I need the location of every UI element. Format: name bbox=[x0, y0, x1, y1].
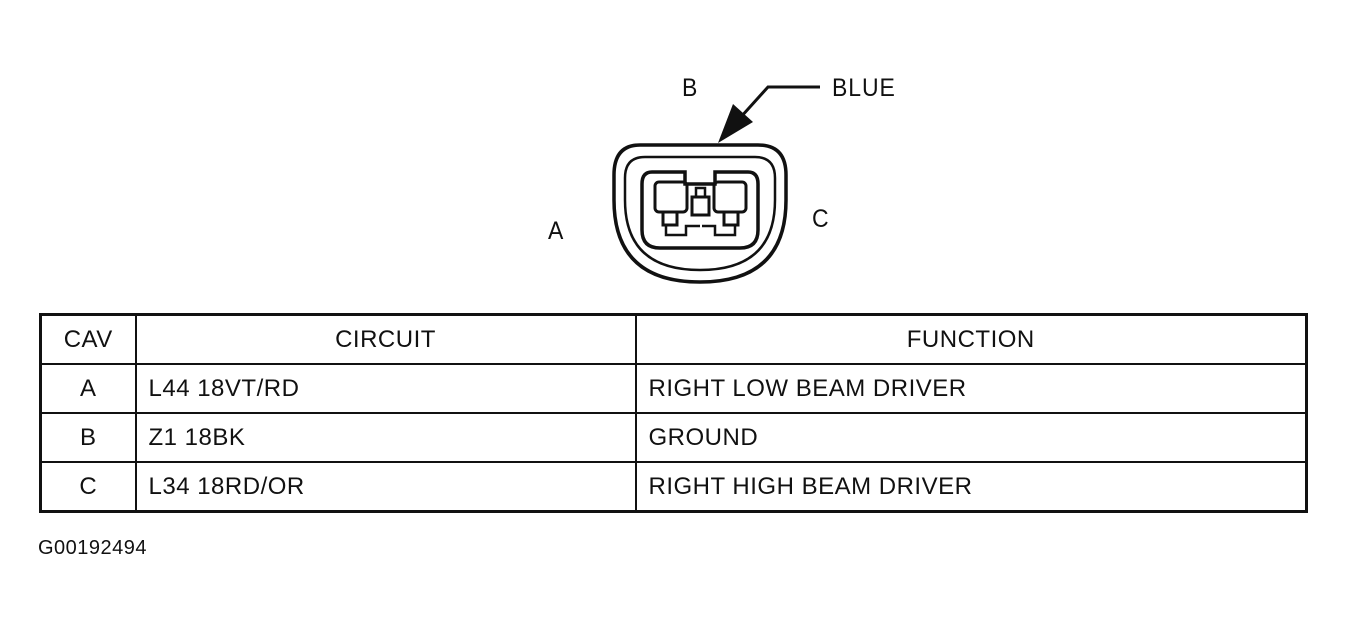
color-leader-line bbox=[738, 85, 820, 120]
terminal-a bbox=[653, 180, 700, 237]
circuit-cell: L34 18RD/OR bbox=[134, 461, 637, 513]
connector-face-drawing bbox=[612, 85, 820, 284]
terminal-c bbox=[702, 180, 748, 237]
function-cell: RIGHT HIGH BEAM DRIVER bbox=[634, 461, 1308, 513]
figure-id: G00192494 bbox=[38, 537, 148, 559]
cavity-a-label: A bbox=[548, 217, 565, 245]
table-row: B Z1 18BK GROUND bbox=[39, 412, 1308, 463]
connector-housing-inner bbox=[623, 155, 777, 272]
cav-cell: B bbox=[39, 412, 137, 463]
connector-color-label: BLUE bbox=[832, 74, 896, 102]
pinout-table: CAV CIRCUIT FUNCTION A L44 18VT/RD RIGHT… bbox=[39, 313, 1308, 513]
function-cell: RIGHT LOW BEAM DRIVER bbox=[634, 363, 1308, 414]
cav-cell: C bbox=[39, 461, 137, 513]
header-cav: CAV bbox=[39, 313, 137, 365]
cavity-b-label: B bbox=[682, 74, 699, 102]
circuit-cell: L44 18VT/RD bbox=[134, 363, 637, 414]
terminal-cavity bbox=[640, 170, 760, 250]
leader-arrowhead bbox=[718, 104, 753, 143]
table-row: A L44 18VT/RD RIGHT LOW BEAM DRIVER bbox=[39, 363, 1308, 414]
connector-diagram: B BLUE A C bbox=[0, 0, 1346, 300]
circuit-cell: Z1 18BK bbox=[134, 412, 637, 463]
cav-cell: A bbox=[39, 363, 137, 414]
table-row: C L34 18RD/OR RIGHT HIGH BEAM DRIVER bbox=[39, 461, 1308, 513]
function-cell: GROUND bbox=[634, 412, 1308, 463]
terminal-b bbox=[690, 186, 711, 217]
table-header-row: CAV CIRCUIT FUNCTION bbox=[39, 313, 1308, 365]
header-circuit: CIRCUIT bbox=[134, 313, 637, 365]
header-function: FUNCTION bbox=[634, 313, 1308, 365]
cavity-c-label: C bbox=[812, 205, 830, 233]
connector-housing-outer bbox=[612, 143, 788, 284]
